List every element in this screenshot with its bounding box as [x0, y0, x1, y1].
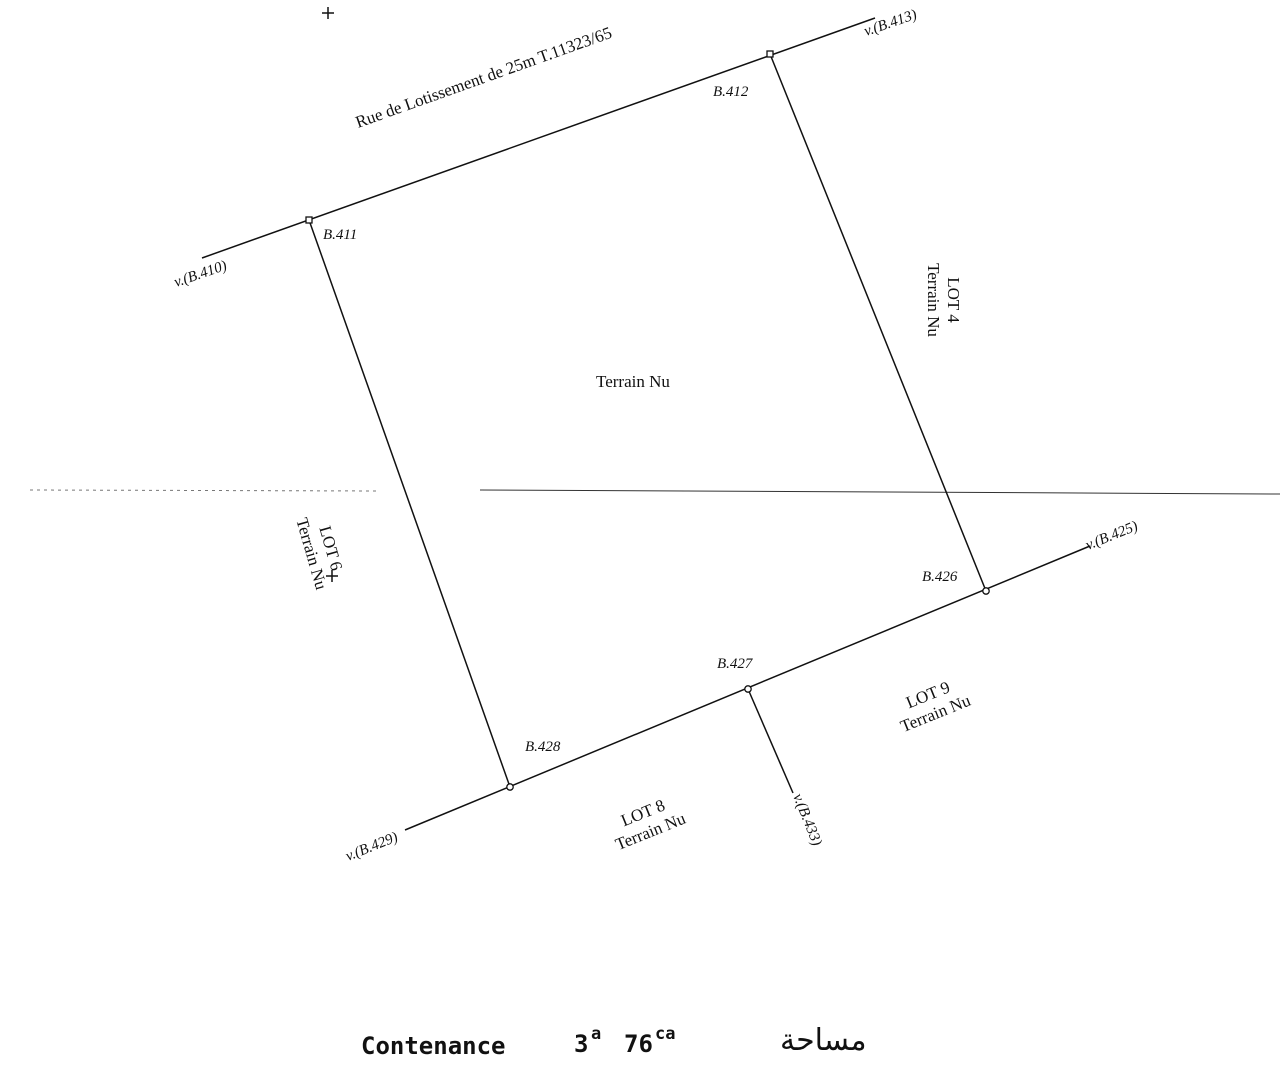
label-v-b413: v.(B.413) — [862, 7, 919, 40]
area-label-arabic: مساحة — [780, 1023, 867, 1058]
label-b412: B.412 — [713, 84, 749, 100]
point-b427 — [744, 685, 752, 693]
label-b411: B.411 — [323, 227, 357, 243]
area-ares-unit: a — [591, 1024, 601, 1044]
label-v-b433: v.(B.433) — [789, 792, 824, 849]
lot6-label: LOT 6 Terrain Nu — [292, 516, 346, 593]
lot4-label: LOT 4 Terrain Nu — [924, 263, 963, 337]
area-centiares-value: 76 — [624, 1030, 653, 1058]
lot8-label: LOT 8 Terrain Nu — [613, 796, 689, 855]
east-boundary-line — [769, 53, 987, 592]
area-ares-value: 3 — [574, 1030, 588, 1058]
label-v-b425: v.(B.425) — [1084, 518, 1141, 553]
lot9-label: LOT 9 Terrain Nu — [898, 678, 974, 737]
label-b428: B.428 — [525, 739, 561, 755]
lot4-name: LOT 4 — [944, 277, 963, 323]
parcel-label: Terrain Nu — [596, 372, 670, 391]
point-b426 — [982, 587, 990, 595]
label-v-b410: v.(B.410) — [172, 258, 229, 291]
cross-mark-top — [322, 7, 334, 19]
label-v-b429: v.(B.429) — [344, 829, 401, 864]
point-b412 — [766, 50, 774, 58]
reference-line-right — [479, 489, 1280, 495]
reference-line-left — [29, 489, 381, 492]
area-centiares-unit: ca — [655, 1024, 675, 1044]
street-line — [201, 17, 876, 259]
label-b426: B.426 — [922, 569, 958, 585]
point-b411 — [305, 216, 313, 224]
point-b428 — [506, 783, 514, 791]
area-label: Contenance — [361, 1032, 506, 1060]
street-label: Rue de Lotissement de 25m T.11323/65 — [353, 23, 614, 132]
spur-line-b433 — [747, 688, 794, 794]
west-boundary-line — [308, 219, 511, 788]
label-b427: B.427 — [717, 656, 754, 672]
lot4-desc: Terrain Nu — [924, 263, 943, 337]
cross-mark-lot6 — [326, 570, 338, 582]
